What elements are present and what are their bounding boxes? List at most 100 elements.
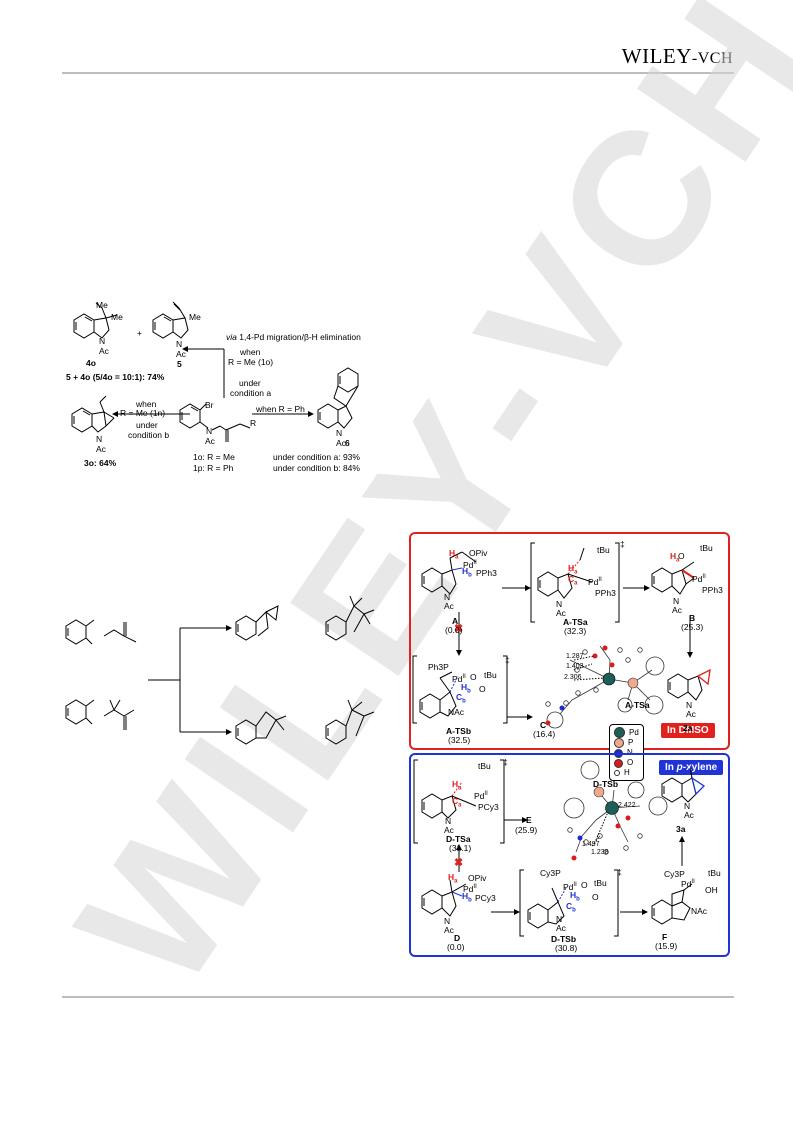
label-n: N <box>684 801 691 811</box>
header-rule <box>62 72 734 74</box>
plus-sign: + <box>137 328 142 338</box>
label-nac: NAc <box>691 906 708 916</box>
label-cb: Cb <box>566 901 576 914</box>
panel-p-xylene <box>409 753 730 957</box>
label-double-dagger: ‡ <box>620 539 625 549</box>
label-double-dagger: ‡ <box>503 757 508 767</box>
footer-rule <box>62 996 734 998</box>
scheme-branch <box>65 595 375 745</box>
label-o: O <box>581 880 588 890</box>
label-pd: PdII <box>681 878 695 889</box>
label-pd: PdII <box>563 881 577 892</box>
condition-r-me-1n: R = Me (1n) <box>120 408 166 418</box>
energy-A-TSa: (32.3) <box>564 626 587 636</box>
energy-F: (15.9) <box>655 941 678 951</box>
via-text: via 1,4-Pd migration/β-H elimination <box>226 332 361 342</box>
label-ac: Ac <box>444 601 454 611</box>
energy-A-TSb: (32.5) <box>448 735 471 745</box>
label-r: R <box>250 418 257 428</box>
label-B: B <box>689 613 696 623</box>
label-ac: Ac <box>176 349 186 359</box>
distance-2: 1.403 <box>566 663 584 670</box>
condition-a-text: condition a <box>230 388 272 398</box>
label-ac: Ac <box>96 444 106 454</box>
label-ca: Ca <box>568 574 578 587</box>
label-D-TSb: D-TSb <box>551 934 577 944</box>
label-tbu: tBu <box>478 761 491 771</box>
distance-1: 1.287 <box>566 653 584 660</box>
under-text: under <box>136 420 158 430</box>
label-n: N <box>96 434 103 444</box>
label-o: O <box>678 551 685 561</box>
label-A-TSb: A-TSb <box>446 726 472 736</box>
when-text: when <box>136 399 157 409</box>
label-pcy3: PCy3 <box>478 802 499 812</box>
label-tbu: tBu <box>484 670 497 680</box>
label-ph3p: Ph3P <box>428 662 449 672</box>
label-pd: PdII <box>588 576 602 587</box>
ratio-value: 5 + 4o (5/4o = 10:1): 74% <box>66 372 165 382</box>
label-h: Ha <box>670 551 680 564</box>
product-2a: 2a <box>683 723 693 733</box>
when-r-ph-text: when R = Ph <box>256 404 305 414</box>
label-ac: Ac <box>686 709 696 719</box>
legend-item-p: P <box>614 738 639 748</box>
panel-dmso-structures: ✖ <box>412 542 711 729</box>
label-hb: Hb <box>462 566 472 579</box>
label-opiv: OPiv <box>469 548 488 558</box>
structure-6 <box>317 367 359 429</box>
distance-3: 2.306 <box>564 674 582 681</box>
label-ha: Ha <box>448 872 458 885</box>
label-hb: Hb <box>461 682 471 695</box>
energy-D-TSa: (31.1) <box>449 843 472 853</box>
label-ha: Ha <box>452 779 462 792</box>
label-A-TSa: A-TSa <box>563 617 588 627</box>
tag-in-dmso: In DMSO <box>661 723 715 738</box>
label-pph3: PPh3 <box>476 568 497 578</box>
panel-p-xylene-structures: ✖ <box>413 759 706 937</box>
label-cb: Cb <box>456 692 466 705</box>
label-F: F <box>662 932 668 942</box>
label-ac: Ac <box>205 436 215 446</box>
compound-3o: 3o: 64% <box>84 458 116 468</box>
structure-4o <box>73 302 118 339</box>
label-ha: Ha <box>568 563 578 576</box>
label-ac: Ac <box>444 825 454 835</box>
label-double-dagger: ‡ <box>617 867 622 877</box>
label-n: N <box>686 700 693 710</box>
tag-in-p-xylene: In p-xylene <box>659 760 724 775</box>
label-o: O <box>470 672 477 682</box>
label-ha: Ha <box>449 548 459 561</box>
label-n: N <box>444 916 451 926</box>
label-tbu: tBu <box>700 543 713 553</box>
label-D-TSb-3d: D-TSb <box>593 779 619 789</box>
label-oh: OH <box>705 885 718 895</box>
label-hb: Hb <box>570 890 580 903</box>
label-o: O <box>479 684 486 694</box>
panel-dmso <box>409 532 730 750</box>
condition-b-text: condition b <box>128 430 170 440</box>
label-hb: Hb <box>462 891 472 904</box>
atom-legend: Pd P N O H <box>609 724 644 781</box>
label-E: E <box>526 815 532 825</box>
distance-1: 2.422 <box>618 802 636 809</box>
compound-5: 5 <box>177 359 182 369</box>
energy-A: (0.0) <box>445 625 463 635</box>
via-rest: 1,4-Pd migration/β-H elimination <box>236 332 361 342</box>
energy-D: (0.0) <box>447 942 465 952</box>
svg-text:✖: ✖ <box>454 857 463 869</box>
compound-6: 6 <box>345 438 350 448</box>
label-C: C <box>540 720 547 730</box>
label-double-dagger: ‡ <box>505 655 510 665</box>
structure-3o <box>71 395 115 433</box>
label-ca: Ca <box>452 796 462 809</box>
label-n: N <box>445 816 452 826</box>
label-opiv: OPiv <box>468 873 487 883</box>
label-A: A <box>452 616 459 626</box>
label-br: Br <box>205 400 214 410</box>
compound-4o: 4o <box>86 358 96 368</box>
brand-suffix: -VCH <box>691 50 733 67</box>
yield-condition-a: under condition a: 93% <box>273 452 360 462</box>
label-me: Me <box>111 312 123 322</box>
label-pph3: PPh3 <box>595 588 616 598</box>
